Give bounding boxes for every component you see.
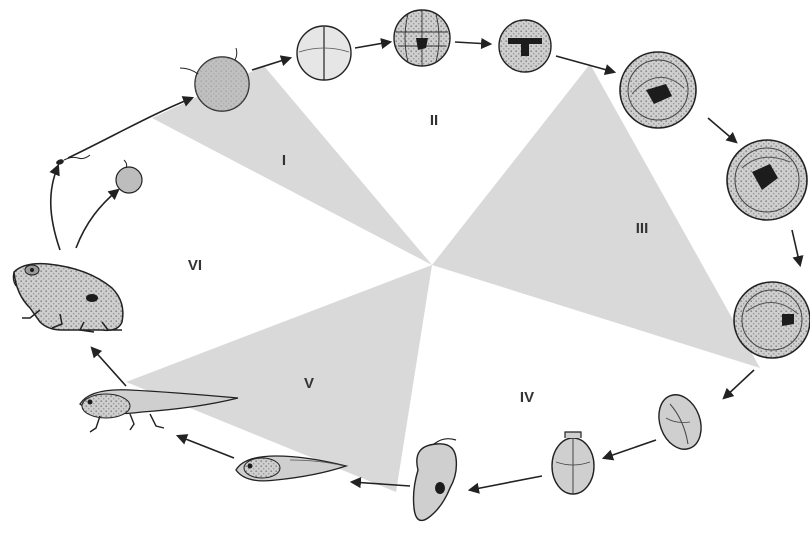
fertilized-egg-icon <box>179 47 250 112</box>
arrow-sperm-to-egg <box>67 96 195 159</box>
gastrula-icon <box>498 19 552 73</box>
neurula-early-icon <box>619 51 697 129</box>
arrow-9 <box>467 475 543 494</box>
arrow-12 <box>90 346 127 387</box>
wedge-stage-1 <box>152 66 432 265</box>
tailbud-embryo-2-icon <box>551 431 595 495</box>
adult-frog-icon <box>12 262 124 333</box>
arrow-4 <box>555 55 617 76</box>
sperm-icon <box>56 154 91 165</box>
arrow-10 <box>349 477 411 489</box>
two-cell-stage-icon <box>296 25 352 81</box>
sector-label-4: IV <box>520 389 534 406</box>
arrow-8 <box>601 439 657 461</box>
arrow-6 <box>791 229 804 268</box>
tadpole-with-legs-icon <box>79 389 239 433</box>
arrow-5 <box>707 117 738 144</box>
sector-label-5: V <box>304 375 314 392</box>
arrow-frog-to-sperm <box>49 163 61 251</box>
sector-label-3: III <box>636 220 649 237</box>
wedge-stage-3 <box>432 64 760 368</box>
wedge-stage-5 <box>126 265 432 492</box>
hatching-larva-icon <box>412 438 458 522</box>
sector-label-1: I <box>282 152 286 169</box>
arrow-2 <box>354 37 393 50</box>
blastula-icon <box>393 9 451 67</box>
arrow-3 <box>454 37 493 50</box>
arrow-7 <box>722 369 755 400</box>
egg-icon <box>115 159 143 194</box>
arrow-1 <box>251 55 293 71</box>
arrow-11 <box>175 434 235 459</box>
tadpole-young-icon <box>235 455 349 482</box>
neurula-late-icon <box>733 281 810 359</box>
cycle-arrows <box>49 37 804 494</box>
sector-label-2: II <box>430 112 438 129</box>
arrow-frog-to-egg <box>75 188 120 249</box>
sector-label-6: VI <box>188 257 202 274</box>
tailbud-embryo-1-icon <box>658 394 702 450</box>
neurula-mid-icon <box>726 139 808 221</box>
wedges <box>126 64 760 492</box>
